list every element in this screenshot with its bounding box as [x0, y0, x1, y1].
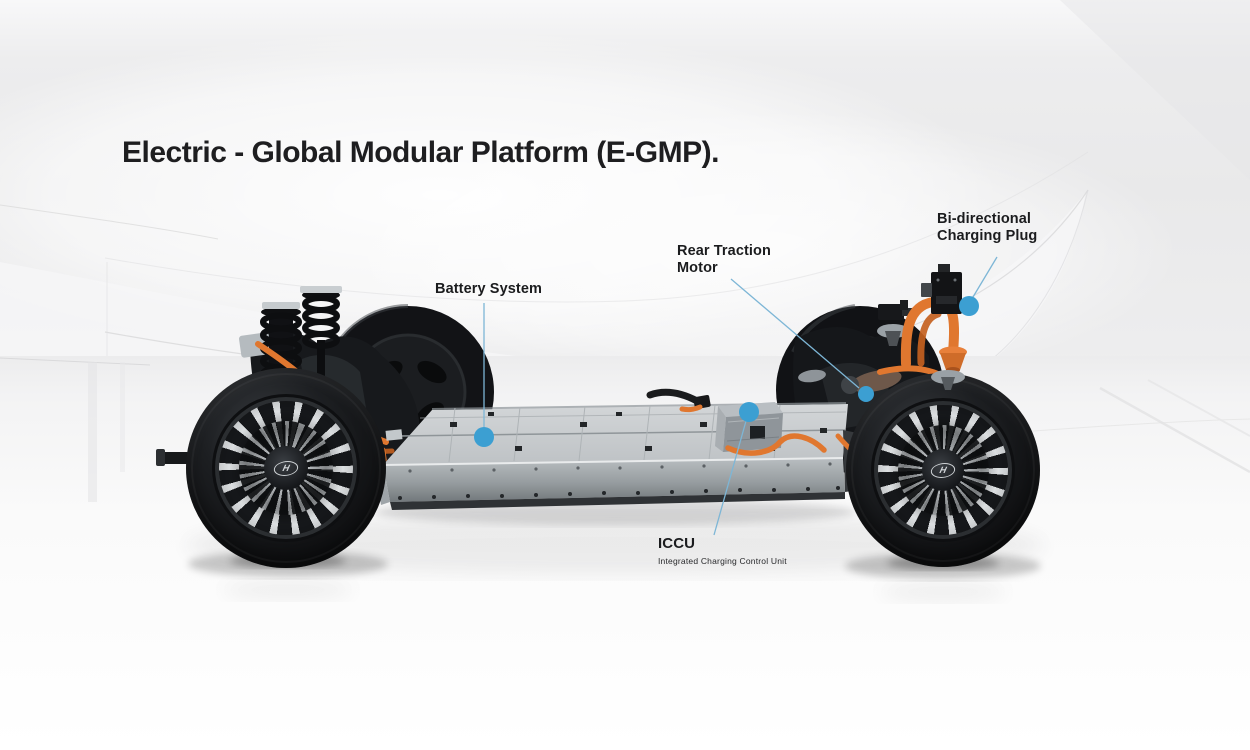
iccu-label: ICCU [658, 535, 696, 552]
battery-system-label: Battery System [435, 281, 542, 297]
studio-floor [0, 356, 1250, 750]
rear-hub: H [921, 448, 965, 492]
swoosh-panel [0, 192, 1086, 398]
iccu-cable [725, 433, 827, 456]
battery-bolts [408, 462, 832, 473]
charging-plug-leader-line [972, 256, 998, 298]
iccu-box [646, 388, 827, 456]
battery-side-face [383, 458, 845, 502]
front-wheel: H [186, 368, 386, 568]
battery-top-face [383, 404, 848, 465]
rear-motor-leader-line [730, 278, 860, 389]
page-title: Electric - Global Modular Platform (E-GM… [122, 136, 719, 169]
battery-clips [450, 412, 827, 451]
charging-plug-label-line2: Charging Plug [937, 228, 1038, 244]
battery-rivets [398, 486, 840, 500]
rear-traction-motor-label-line1: Rear Traction [677, 243, 771, 259]
bidirectional-charging-plug-label: Bi-directional Charging Plug [937, 211, 1037, 245]
hyundai-logo-icon: H [929, 462, 957, 478]
battery-callout-dot [474, 427, 494, 447]
charging-plug-callout-dot [959, 296, 979, 316]
front-hub: H [264, 446, 308, 490]
hyundai-logo-icon: H [272, 460, 300, 476]
rear-traction-motor-label: Rear Traction Motor [677, 243, 771, 277]
rear-traction-motor-label-line2: Motor [677, 260, 718, 276]
charging-tube [900, 296, 960, 369]
back-wall [0, 0, 1250, 420]
iccu-sublabel: Integrated Charging Control Unit [658, 556, 787, 566]
iccu-leader-line [713, 420, 747, 536]
iccu-callout-dot [739, 402, 759, 422]
charging-plug-label-line1: Bi-directional [937, 211, 1032, 227]
charging-plug-device [921, 264, 962, 314]
rear-motor-callout-dot [858, 386, 874, 402]
rear-wheel: H [846, 373, 1040, 567]
